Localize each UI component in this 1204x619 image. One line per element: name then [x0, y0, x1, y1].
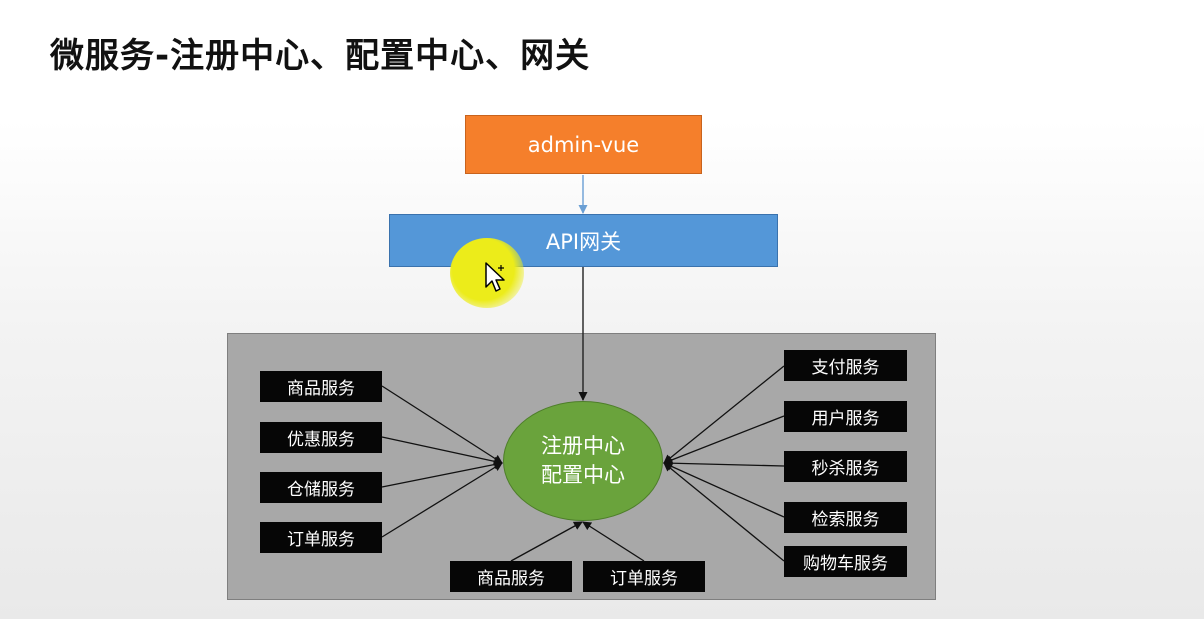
- center-label-line2: 配置中心: [541, 463, 625, 487]
- left-service-3: 仓储服务: [260, 472, 382, 503]
- pointer-arrow-icon: [485, 262, 505, 292]
- api-gateway-box: API网关: [389, 214, 778, 267]
- right-service-1: 支付服务: [784, 350, 907, 381]
- right-service-5: 购物车服务: [784, 546, 907, 577]
- api-gateway-label: API网关: [545, 229, 622, 254]
- registry-config-center-node: 注册中心 配置中心: [503, 401, 663, 521]
- admin-vue-box: admin-vue: [465, 115, 702, 174]
- right-service-3: 秒杀服务: [784, 451, 907, 482]
- left-service-2: 优惠服务: [260, 422, 382, 453]
- bottom-service-2: 订单服务: [583, 561, 705, 592]
- right-service-4: 检索服务: [784, 502, 907, 533]
- right-service-2: 用户服务: [784, 401, 907, 432]
- admin-vue-label: admin-vue: [527, 132, 640, 157]
- left-service-1: 商品服务: [260, 371, 382, 402]
- left-service-4: 订单服务: [260, 522, 382, 553]
- center-label-line1: 注册中心: [541, 434, 625, 458]
- bottom-service-1: 商品服务: [450, 561, 572, 592]
- slide-title: 微服务-注册中心、配置中心、网关: [50, 36, 591, 76]
